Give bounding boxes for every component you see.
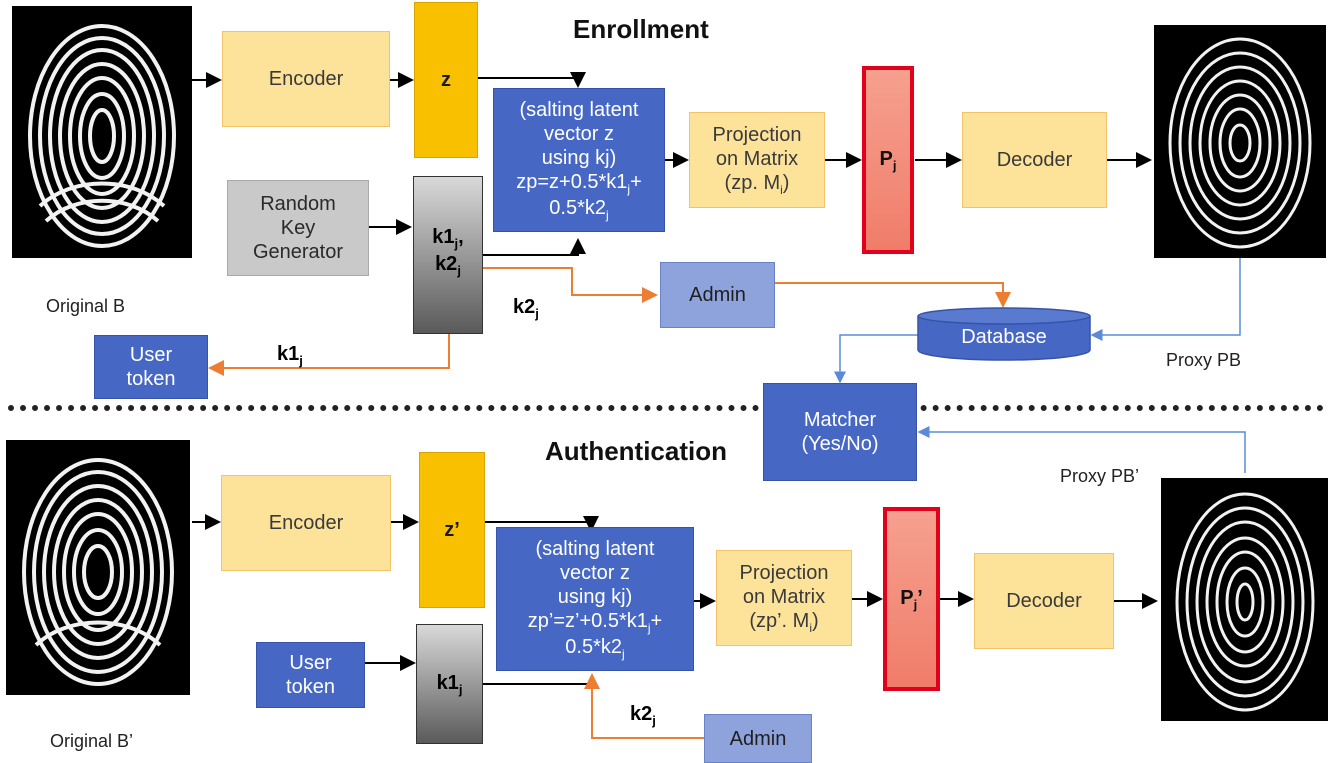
admin-label: Admin	[689, 284, 746, 306]
arrow-database-matcher	[834, 334, 920, 384]
key-k1: k1j,	[432, 226, 464, 251]
decoder-box: Decoder	[962, 112, 1107, 208]
arrow-z-salting	[478, 72, 586, 88]
arrow-key-salting	[483, 238, 586, 256]
matcher-box: Matcher (Yes/No)	[763, 383, 917, 481]
salting-line-3: using kj)	[541, 146, 617, 169]
arrow-key-usertoken	[208, 334, 450, 376]
fingerprint-original-b-prime	[6, 440, 190, 695]
projection-line-2: on Matrix	[715, 147, 799, 170]
key-k1-box: k1j	[416, 624, 483, 744]
decoder-label: Decoder	[996, 149, 1073, 171]
matcher-line-1: Matcher	[803, 409, 877, 431]
projected-pj-label: Pj	[879, 147, 897, 173]
salting2-line-2: vector z	[559, 561, 631, 584]
authentication-title: Authentication	[545, 436, 727, 466]
database-label: Database	[961, 326, 1047, 348]
salting2-line-5: 0.5*k2j	[565, 636, 625, 661]
rkg-line-3: Generator	[252, 241, 344, 263]
projection2-line-3: (zp’. Mi)	[749, 609, 819, 635]
encoder2-label: Encoder	[268, 512, 344, 534]
k2j-label-2: k2j	[630, 703, 656, 728]
key-k2: k2j	[435, 252, 461, 278]
arrow-proxy-database	[1090, 258, 1241, 341]
projection-line-1: Projection	[712, 123, 802, 146]
projection-line-3: (zp. Mi)	[724, 171, 790, 197]
database-cylinder	[917, 307, 1091, 361]
decoder2-box: Decoder	[974, 553, 1114, 649]
user-token-line-2: token	[126, 368, 176, 390]
arrow-admin-database	[775, 282, 1011, 308]
proxy-pb-prime-label: Proxy PB’	[1060, 466, 1140, 486]
salting2-box: (salting latent vector z using kj) zp’=z…	[496, 527, 694, 671]
arrow-proxy2-matcher	[917, 426, 1246, 473]
projection2-line-2: on Matrix	[742, 585, 826, 608]
admin2-box: Admin	[704, 714, 812, 763]
user-token-box: User token	[94, 335, 208, 399]
key-pair-box: k1j, k2j	[413, 176, 483, 334]
fingerprint-proxy-pb-prime	[1161, 478, 1328, 721]
salting-line-1: (salting latent	[519, 98, 639, 121]
salting2-line-1: (salting latent	[535, 537, 655, 560]
projection2-box: Projection on Matrix (zp’. Mi)	[716, 550, 852, 646]
original-b-prime-label: Original B’	[50, 731, 134, 751]
salting-line-2: vector z	[543, 122, 615, 145]
admin-box: Admin	[660, 262, 775, 328]
latent-z-label: z	[441, 69, 451, 91]
enrollment-title: Enrollment	[573, 14, 709, 44]
projected-pj-box: Pj	[862, 66, 914, 254]
random-key-generator-box: Random Key Generator	[227, 180, 369, 276]
k2j-label: k2j	[513, 296, 539, 321]
latent-z-box: z	[414, 2, 478, 158]
arrow-admin2-salting	[584, 673, 704, 739]
arrow-key-admin	[483, 267, 658, 303]
salting2-line-4: zp’=z’+0.5*k1j+	[527, 609, 663, 635]
user-token2-line-2: token	[286, 676, 335, 698]
projection2-line-1: Projection	[739, 561, 829, 584]
latent-z-prime-label: z’	[444, 519, 460, 541]
section-separator	[8, 405, 1324, 411]
decoder2-label: Decoder	[1006, 590, 1082, 612]
encoder-label: Encoder	[268, 68, 344, 90]
projected-pj-prime-label: Pj’	[900, 586, 923, 612]
k1j-label: k1j	[277, 343, 303, 368]
salting-line-5: 0.5*k2j	[549, 197, 609, 222]
projected-pj-prime-box: Pj’	[883, 507, 940, 691]
latent-z-prime-box: z’	[419, 452, 485, 608]
matcher-line-2: (Yes/No)	[801, 433, 879, 455]
salting-line-4: zp=z+0.5*k1j+	[516, 170, 642, 196]
fingerprint-original-b	[12, 6, 192, 258]
proxy-pb-label: Proxy PB	[1166, 350, 1242, 370]
user-token-line-1: User	[129, 344, 173, 366]
user-token2-box: User token	[256, 642, 365, 708]
key2-k1: k1j	[436, 671, 463, 697]
fingerprint-proxy-pb	[1154, 25, 1326, 258]
encoder2-box: Encoder	[221, 475, 391, 571]
encoder-box: Encoder	[222, 31, 390, 127]
original-b-label: Original B	[46, 296, 126, 316]
projection-box: Projection on Matrix (zp. Mi)	[689, 112, 825, 208]
rkg-line-1: Random	[260, 193, 336, 215]
rkg-line-2: Key	[280, 217, 316, 239]
admin2-label: Admin	[729, 727, 787, 750]
user-token2-line-1: User	[289, 652, 332, 674]
salting2-line-3: using kj)	[557, 585, 633, 608]
salting-box: (salting latent vector z using kj) zp=z+…	[493, 88, 665, 232]
